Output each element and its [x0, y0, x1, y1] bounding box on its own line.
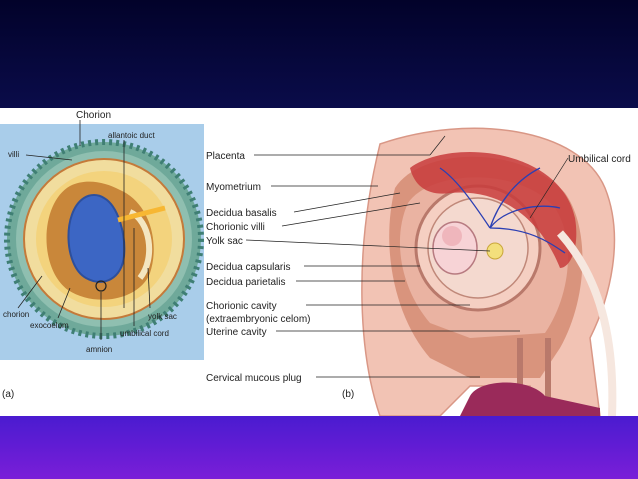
yolk-sac-label-a: yolk sac — [148, 312, 177, 321]
panel-b-letter: (b) — [342, 389, 354, 400]
umbilical-cord-label-a: umbilical cord — [120, 329, 169, 338]
panel-b: Placenta Myometrium Decidua basalis Chor… — [206, 127, 631, 416]
decidua-capsularis-label: Decidua capsularis — [206, 262, 291, 273]
umbilical-cord-b — [557, 230, 617, 416]
bottom-purple-band — [0, 416, 638, 479]
placenta — [410, 152, 577, 268]
figure-area: Chorion allantoic duct villi chorion exo… — [0, 108, 638, 416]
allantoic-duct-label: allantoic duct — [108, 131, 155, 140]
panel-b-leaders — [245, 135, 569, 378]
placenta-label: Placenta — [206, 151, 245, 162]
embryo-head — [442, 226, 462, 246]
figure-svg: Chorion allantoic duct villi chorion exo… — [0, 110, 631, 416]
myometrium-label: Myometrium — [206, 182, 261, 193]
chorion-bottom-label: chorion — [3, 310, 29, 319]
uterine-cavity-label: Uterine cavity — [206, 327, 267, 338]
cervical-mucous-plug — [460, 382, 600, 416]
cervical-mucous-plug-label: Cervical mucous plug — [206, 373, 302, 384]
umbilical-cord-label-b: Umbilical cord — [568, 154, 631, 165]
exocoelom-label: exocoelom — [30, 321, 69, 330]
panel-a-leaders — [17, 120, 151, 340]
amnion-label: amnion — [86, 345, 112, 354]
villi-dots — [4, 139, 204, 339]
panel-a-letter: (a) — [2, 389, 14, 400]
panel-a: Chorion allantoic duct villi chorion exo… — [0, 110, 204, 400]
villi-vessels — [439, 167, 566, 254]
chorion-top-label: Chorion — [76, 110, 111, 121]
top-dark-band — [0, 0, 638, 108]
yolk-sac-label-b: Yolk sac — [206, 236, 243, 247]
decidua-basalis-label: Decidua basalis — [206, 208, 277, 219]
decidua-parietalis-label: Decidua parietalis — [206, 277, 286, 288]
villi-label: villi — [8, 150, 19, 159]
chorionic-cavity-label: Chorionic cavity — [206, 301, 277, 312]
amnion-marker — [95, 280, 107, 292]
chorionic-cavity-sublabel: (extraembryonic celom) — [206, 314, 310, 325]
umbilical-stalk — [117, 205, 166, 223]
chorionic-villi-label: Chorionic villi — [206, 222, 265, 233]
